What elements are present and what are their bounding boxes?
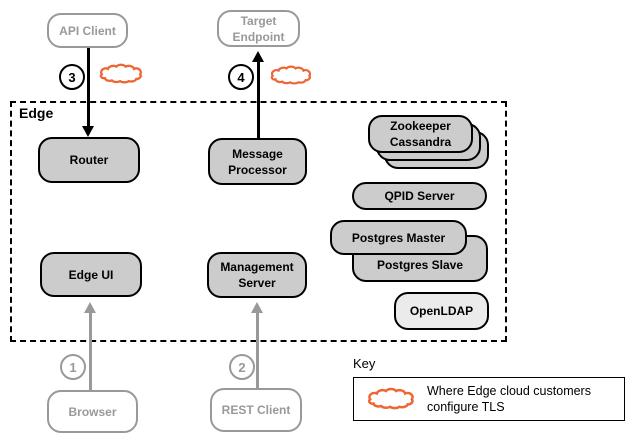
zookeeper-cassandra-node: Zookeeper Cassandra xyxy=(368,115,473,153)
key-legend-box: Where Edge cloud customers configure TLS xyxy=(353,377,625,421)
arrow-api-client-to-router-line xyxy=(87,48,90,127)
tls-cloud-icon xyxy=(367,387,414,410)
management-server-node: Management Server xyxy=(207,252,307,298)
api-client-node: API Client xyxy=(47,13,128,48)
zookeeper-label: Zookeeper xyxy=(390,119,451,133)
tls-cloud-icon xyxy=(99,63,142,84)
arrow-browser-to-edge-ui-head xyxy=(84,302,96,313)
rest-client-node: REST Client xyxy=(210,388,302,432)
step-4-badge: 4 xyxy=(228,64,254,90)
arrow-rest-client-to-mgmt-line xyxy=(256,312,259,388)
browser-node: Browser xyxy=(47,390,138,433)
edge-boundary-box: Edge xyxy=(10,101,507,342)
step-1-badge: 1 xyxy=(60,354,86,380)
key-entry-text: Where Edge cloud customers configure TLS xyxy=(427,384,591,414)
target-endpoint-node: Target Endpoint xyxy=(217,10,300,47)
cassandra-label: Cassandra xyxy=(389,135,452,149)
openldap-node: OpenLDAP xyxy=(394,292,489,330)
message-processor-node: Message Processor xyxy=(208,138,307,185)
postgres-master-node: Postgres Master xyxy=(330,220,467,255)
edge-boundary-label: Edge xyxy=(19,105,54,121)
edge-ui-node: Edge UI xyxy=(40,252,142,297)
step-2-badge: 2 xyxy=(229,354,255,380)
arrow-mp-to-target-line xyxy=(257,61,260,138)
key-title: Key xyxy=(353,356,376,371)
qpid-server-node: QPID Server xyxy=(352,182,487,210)
arrow-mp-to-target-head xyxy=(252,51,264,62)
step-3-badge: 3 xyxy=(59,64,85,90)
tls-cloud-icon xyxy=(270,65,312,85)
arrow-browser-to-edge-ui-line xyxy=(89,312,92,390)
router-node: Router xyxy=(38,137,140,183)
arrow-rest-client-to-mgmt-head xyxy=(251,302,263,313)
arrow-api-client-to-router-head xyxy=(82,126,94,137)
